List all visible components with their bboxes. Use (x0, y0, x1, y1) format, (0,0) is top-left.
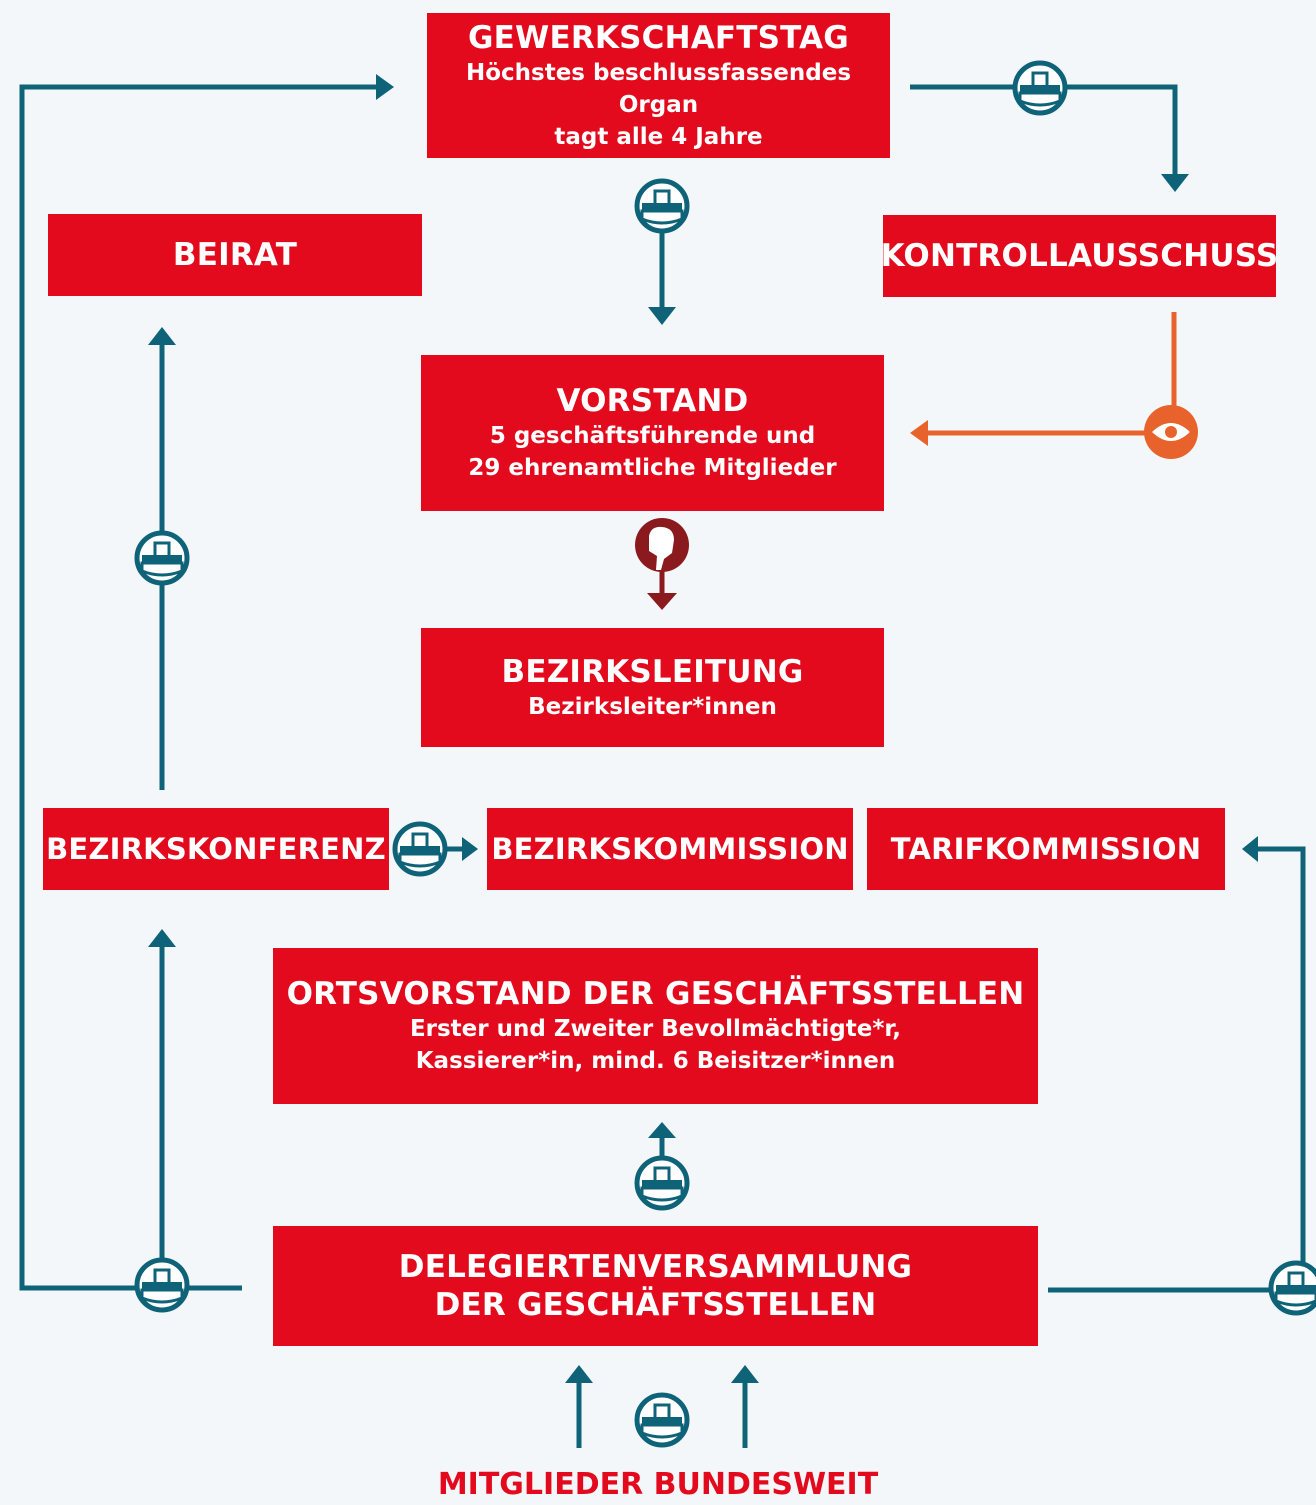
node-vorstand: VORSTAND 5 geschäftsführende und 29 ehre… (421, 355, 884, 511)
node-bezirkskommission: BEZIRKSKOMMISSION (487, 808, 853, 890)
connector-vorstand-to-bezirksleitung (647, 570, 677, 610)
node-subtitle: Höchstes beschlussfassendes Organ (465, 59, 852, 118)
node-bezirksleitung: BEZIRKSLEITUNG Bezirksleiter*innen (421, 628, 884, 747)
node-title: DELEGIERTENVERSAMMLUNG (398, 1249, 913, 1285)
node-beirat: BEIRAT (48, 214, 422, 296)
connector-delegierte-to-bezirkskonferenz (148, 929, 176, 1262)
node-tarifkommission: TARIFKOMMISSION (867, 808, 1225, 890)
node-ortsvorstand: ORTSVORSTAND DER GESCHÄFTSSTELLEN Erster… (273, 948, 1038, 1104)
node-subtitle: Bezirksleiter*innen (528, 693, 777, 720)
node-subtitle: 29 ehrenamtliche Mitglieder (468, 455, 837, 481)
ballot-box-icon (637, 1158, 687, 1208)
node-kontrollausschuss: KONTROLLAUSSCHUSS (880, 215, 1279, 297)
ballot-box-icon (637, 181, 687, 231)
ballot-box-icon (1271, 1263, 1316, 1313)
connector-mitglieder-to-delegierte (565, 1365, 759, 1448)
node-title: ORTSVORSTAND DER GESCHÄFTSSTELLEN (286, 976, 1025, 1012)
node-subtitle: Kassierer*in, mind. 6 Beisitzer*innen (415, 1048, 896, 1074)
node-subtitle: tagt alle 4 Jahre (554, 123, 763, 150)
connector-delegierte-to-ortsvorstand (648, 1122, 676, 1160)
node-title: TARIFKOMMISSION (890, 832, 1202, 866)
node-title: DER GESCHÄFTSSTELLEN (434, 1287, 877, 1323)
node-subtitle: Erster und Zweiter Bevollmächtigte*r, (409, 1016, 902, 1042)
ballot-box-icon (1015, 63, 1065, 113)
node-title: BEZIRKSKOMMISSION (491, 832, 849, 866)
node-title: VORSTAND (556, 383, 749, 419)
pointing-hand-icon (635, 518, 689, 572)
node-bezirkskonferenz: BEZIRKSKONFERENZ (43, 808, 389, 890)
eye-icon (1144, 405, 1198, 459)
node-gewerkschaftstag: GEWERKSCHAFTSTAG Höchstes beschlussfasse… (427, 13, 890, 158)
footer-label: MITGLIEDER BUNDESWEIT (437, 1467, 879, 1502)
ballot-box-icon (637, 1395, 687, 1445)
node-title: BEIRAT (172, 237, 298, 273)
node-title: GEWERKSCHAFTSTAG (468, 19, 849, 56)
connector-kontrollausschuss-to-vorstand (910, 312, 1177, 446)
node-subtitle: 5 geschäftsführende und (489, 423, 816, 449)
node-delegiertenversammlung: DELEGIERTENVERSAMMLUNG DER GESCHÄFTSSTEL… (273, 1226, 1038, 1346)
node-title: BEZIRKSLEITUNG (501, 653, 804, 690)
connector-gewerkschaftstag-to-vorstand (648, 230, 676, 325)
ballot-box-icon (137, 1260, 187, 1310)
node-title: BEZIRKSKONFERENZ (46, 832, 386, 866)
ballot-box-icon (137, 533, 187, 583)
connector-delegierte-to-gewerkschaftstag (19, 74, 394, 1291)
node-title: KONTROLLAUSSCHUSS (880, 238, 1279, 274)
connector-delegierte-to-tarifkommission (1048, 836, 1306, 1293)
ballot-box-icon (395, 824, 445, 874)
connector-gewerkschaftstag-to-kontrollausschuss (910, 84, 1189, 192)
